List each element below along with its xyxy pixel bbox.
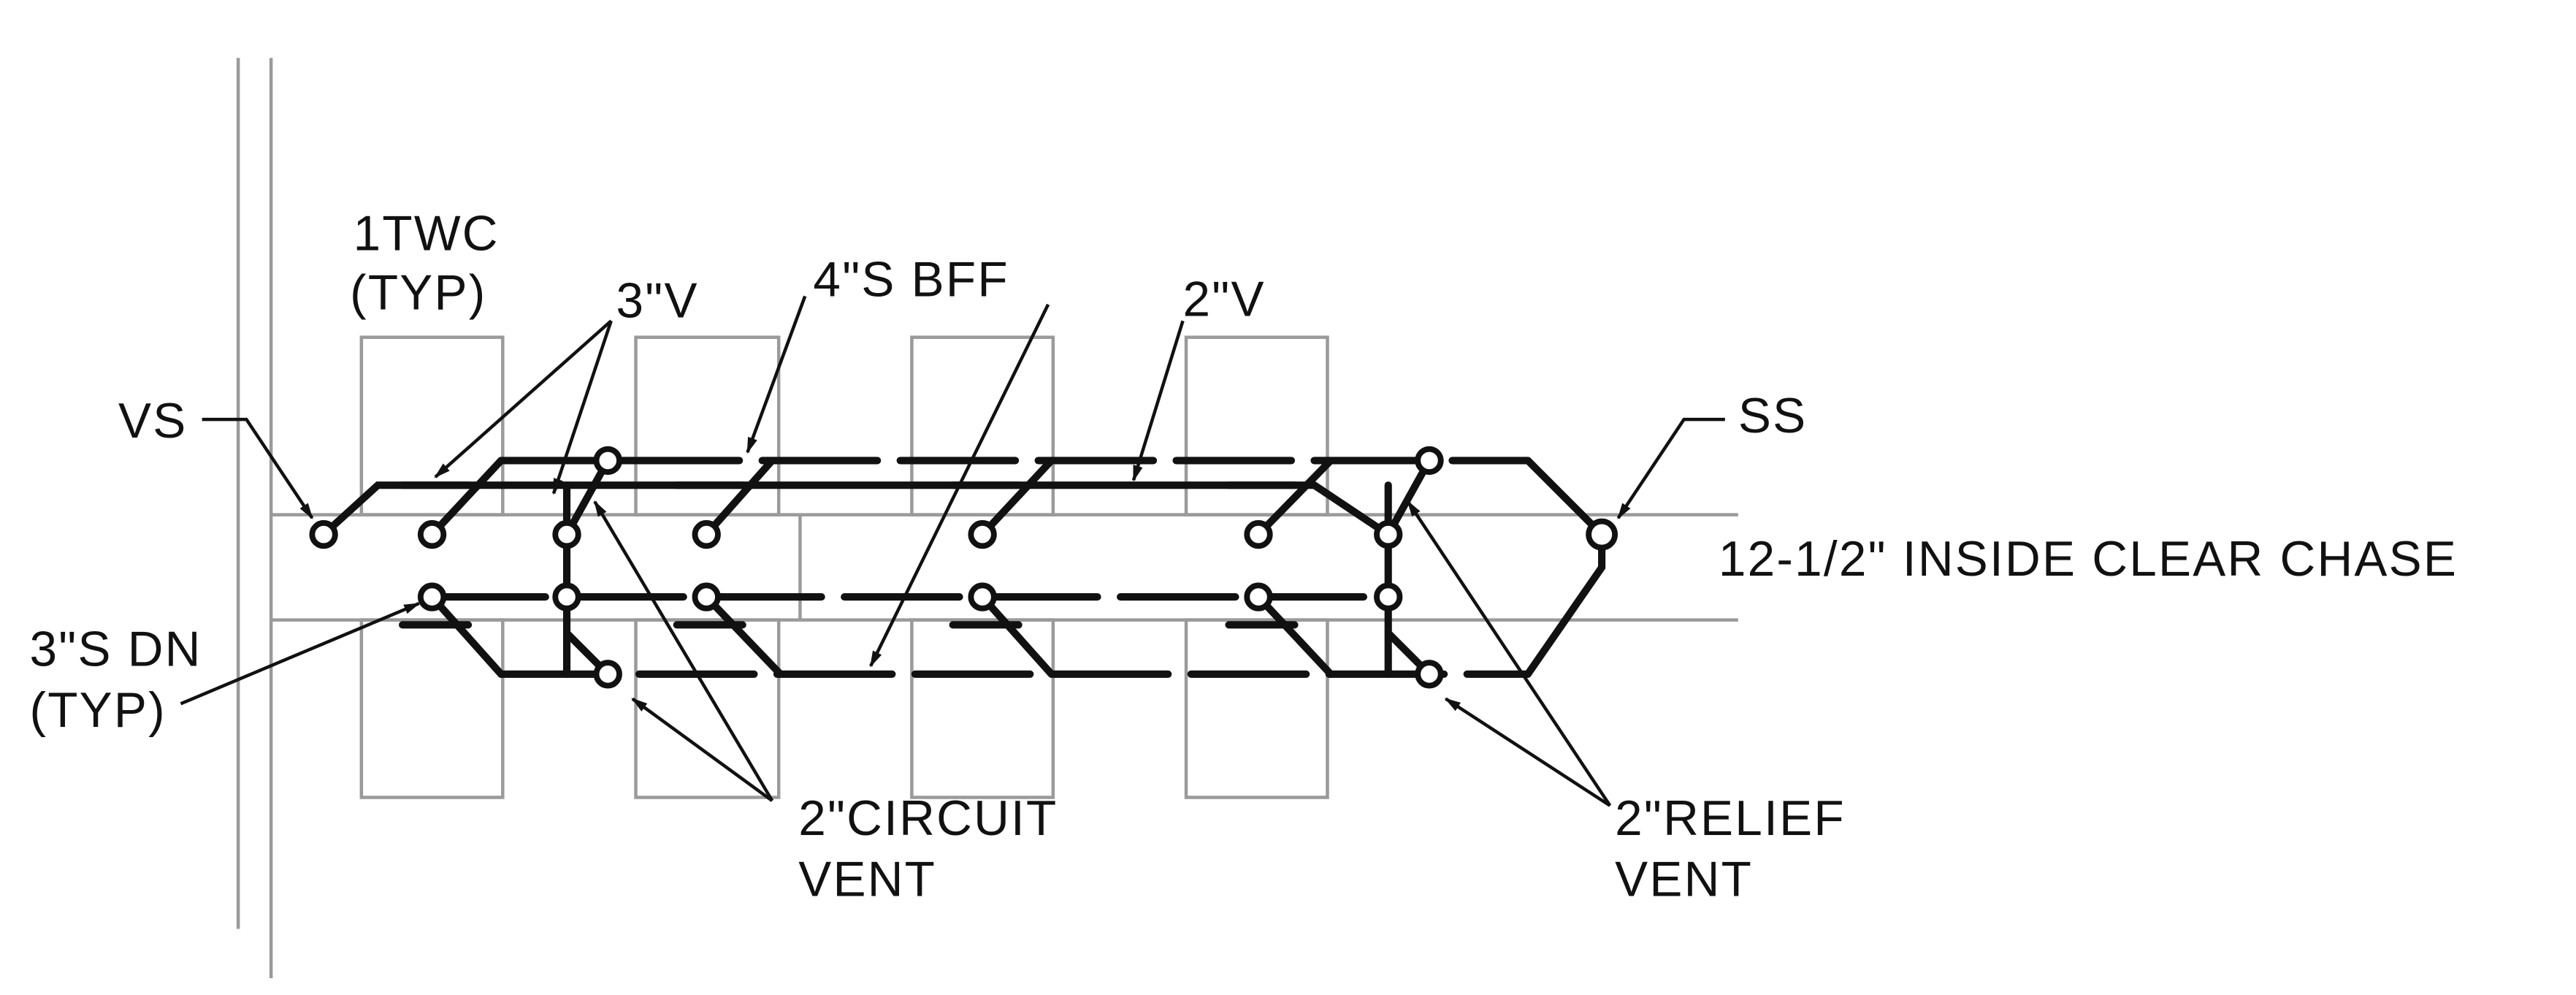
relief-vent-label-2: VENT: [1615, 852, 1753, 907]
fixture-typ-label: (TYP): [350, 265, 486, 320]
branch-connections: [399, 457, 1434, 678]
chase-label: 12-1/2" INSIDE CLEAR CHASE: [1719, 532, 2458, 587]
circuit-vent-label: 2"CIRCUIT: [798, 791, 1058, 846]
vent-stack-marker: [309, 519, 338, 549]
chase-outline: [271, 513, 1738, 622]
leader-lines: [180, 295, 1725, 807]
vent-stack-label: VS: [118, 394, 188, 449]
wall-lines: [236, 58, 273, 978]
soil-stack-marker: [1586, 518, 1618, 551]
circuit-vent-label-2: VENT: [798, 852, 936, 907]
vent-2in-label: 2"V: [1183, 272, 1266, 327]
soil-stack-label: SS: [1738, 389, 1808, 443]
fixture-label: 1TWC: [353, 206, 500, 261]
water-closet-outlines: [359, 335, 1329, 799]
vent-pipe-top: [320, 481, 1392, 538]
relief-vent-label: 2"RELIEF: [1615, 791, 1846, 846]
sanitary-4in-label: 4"S BFF: [813, 252, 1009, 307]
vent-3in-label: 3"V: [616, 274, 699, 329]
fixture-connections: [309, 446, 1618, 689]
sanitary-3in-label: 3"S DN: [29, 622, 202, 677]
sanitary-3in-typ-label: (TYP): [29, 683, 166, 738]
